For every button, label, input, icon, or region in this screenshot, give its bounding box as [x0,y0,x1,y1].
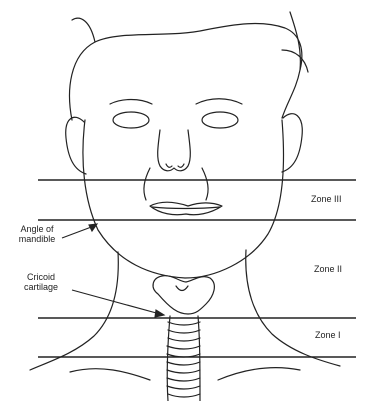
angle-of-mandible-label-line-2: mandible [4,234,70,245]
zone-1-label: Zone I [315,330,341,341]
right-clavicle [218,368,300,380]
trachea-rings [167,322,200,397]
right-eye [202,112,238,128]
left-cheek-line [144,168,150,200]
cricoid-cartilage-label-line-2: cartilage [8,282,74,293]
face-outline [83,120,284,278]
zone-3-label: Zone III [311,194,342,205]
left-eyebrow [110,100,152,105]
mouth-line [152,207,220,209]
thyroid-notch [176,286,188,291]
right-ear [282,114,302,172]
nose [158,130,191,171]
cricoid-arrowhead [155,310,164,317]
angle-of-mandible-arrowhead [89,224,97,231]
left-eye [113,112,149,128]
hair-strands [72,12,308,72]
right-cheek-line [202,168,208,200]
neck-left [30,252,118,370]
left-clavicle [70,369,150,380]
right-eyebrow [196,99,242,104]
head-outline [70,24,302,120]
thyroid-cartilage [153,276,214,314]
trachea-left [167,316,170,401]
nostrils [166,164,184,167]
zone-2-label: Zone II [314,264,342,275]
trachea-right [198,316,200,401]
